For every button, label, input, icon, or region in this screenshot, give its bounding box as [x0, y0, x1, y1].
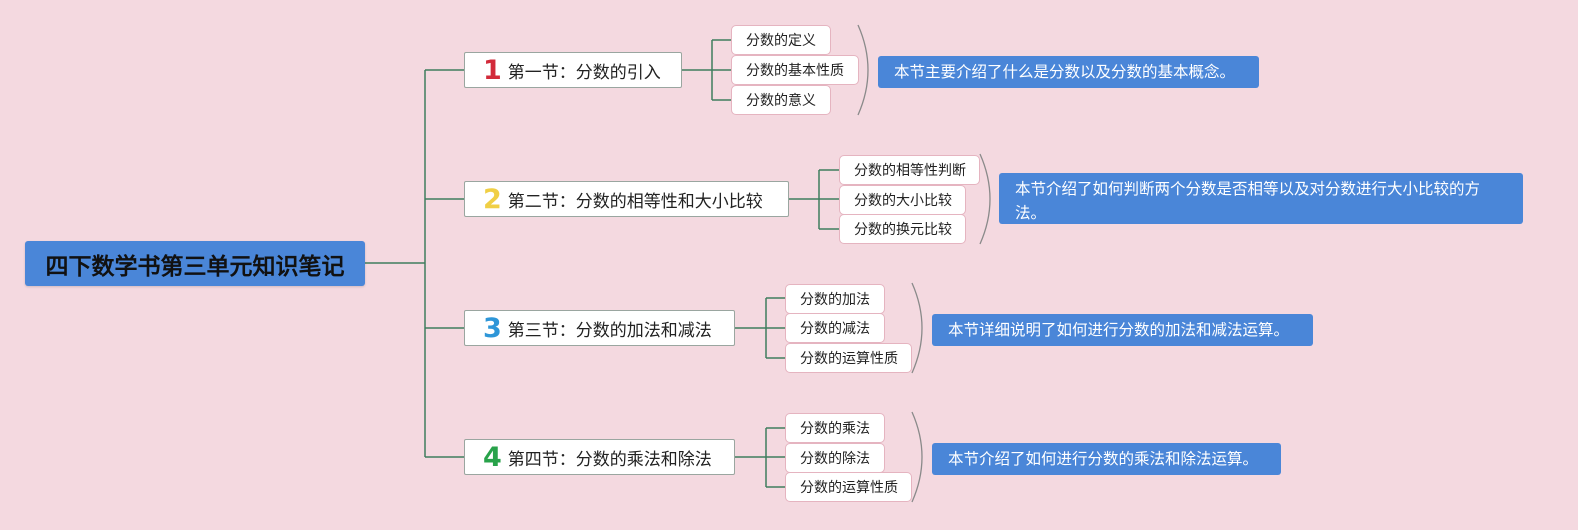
section-3-fan [735, 297, 786, 359]
subtopic-label: 分数的乘法 [800, 421, 870, 437]
section-4-fan [735, 427, 786, 488]
section-1-summary[interactable]: 本节主要介绍了什么是分数以及分数的基本概念。 [878, 56, 1259, 88]
section-4-subtopic-1[interactable]: 分数的乘法 [785, 413, 885, 443]
section-1-fan [682, 39, 732, 101]
subtopic-label: 分数的基本性质 [746, 63, 844, 79]
subtopic-label: 分数的加法 [800, 292, 870, 308]
section-3-subtopic-1[interactable]: 分数的加法 [785, 284, 885, 314]
section-4-subtopic-3[interactable]: 分数的运算性质 [785, 472, 912, 502]
section-3-number: 3 [483, 312, 502, 344]
subtopic-label: 分数的大小比较 [854, 193, 952, 209]
summary-text: 本节主要介绍了什么是分数以及分数的基本概念。 [894, 63, 1236, 81]
section-3-node[interactable]: 3 第三节：分数的加法和减法 [464, 310, 735, 346]
section-2-title: 第二节：分数的相等性和大小比较 [507, 191, 763, 212]
summary-brace-1 [857, 24, 869, 116]
summary-text: 本节介绍了如何进行分数的乘法和除法运算。 [948, 450, 1259, 468]
section-2-subtopic-1[interactable]: 分数的相等性判断 [839, 155, 980, 185]
subtopic-label: 分数的相等性判断 [854, 163, 966, 179]
section-2-subtopic-2[interactable]: 分数的大小比较 [839, 185, 966, 215]
section-1-subtopic-2[interactable]: 分数的基本性质 [731, 55, 859, 85]
section-4-node[interactable]: 4 第四节：分数的乘法和除法 [464, 439, 735, 475]
section-1-node[interactable]: 1 第一节：分数的引入 [464, 52, 682, 88]
subtopic-label: 分数的定义 [746, 33, 816, 49]
section-2-fan [789, 169, 840, 230]
section-4-number: 4 [483, 441, 502, 473]
section-4-title: 第四节：分数的乘法和除法 [507, 449, 712, 470]
section-4-summary[interactable]: 本节介绍了如何进行分数的乘法和除法运算。 [932, 443, 1281, 475]
summary-brace-3 [911, 282, 923, 374]
subtopic-label: 分数的运算性质 [800, 351, 898, 367]
section-3-subtopic-2[interactable]: 分数的减法 [785, 313, 885, 343]
section-1-title: 第一节：分数的引入 [507, 62, 661, 83]
section-2-subtopic-3[interactable]: 分数的换元比较 [839, 214, 966, 244]
section-4-subtopic-2[interactable]: 分数的除法 [785, 443, 885, 473]
subtopic-label: 分数的除法 [800, 451, 870, 467]
summary-brace-4 [911, 411, 923, 503]
section-3-subtopic-3[interactable]: 分数的运算性质 [785, 343, 912, 373]
root-title: 四下数学书第三单元知识笔记 [45, 253, 345, 280]
subtopic-label: 分数的换元比较 [854, 222, 952, 238]
subtopic-label: 分数的运算性质 [800, 480, 898, 496]
section-2-number: 2 [483, 183, 502, 215]
section-1-subtopic-1[interactable]: 分数的定义 [731, 25, 831, 55]
section-1-number: 1 [483, 54, 502, 86]
section-1-subtopic-3[interactable]: 分数的意义 [731, 85, 831, 115]
section-3-title: 第三节：分数的加法和减法 [507, 320, 712, 341]
section-2-summary[interactable]: 本节介绍了如何判断两个分数是否相等以及对分数进行大小比较的方法。 [999, 173, 1523, 224]
summary-text: 本节详细说明了如何进行分数的加法和减法运算。 [948, 321, 1290, 339]
section-2-node[interactable]: 2 第二节：分数的相等性和大小比较 [464, 181, 789, 217]
subtopic-label: 分数的意义 [746, 93, 816, 109]
summary-brace-2 [979, 153, 991, 245]
root-topic[interactable]: 四下数学书第三单元知识笔记 [25, 241, 365, 286]
summary-text: 本节介绍了如何判断两个分数是否相等以及对分数进行大小比较的方法。 [1015, 180, 1481, 222]
section-3-summary[interactable]: 本节详细说明了如何进行分数的加法和减法运算。 [932, 314, 1313, 346]
subtopic-label: 分数的减法 [800, 321, 870, 337]
